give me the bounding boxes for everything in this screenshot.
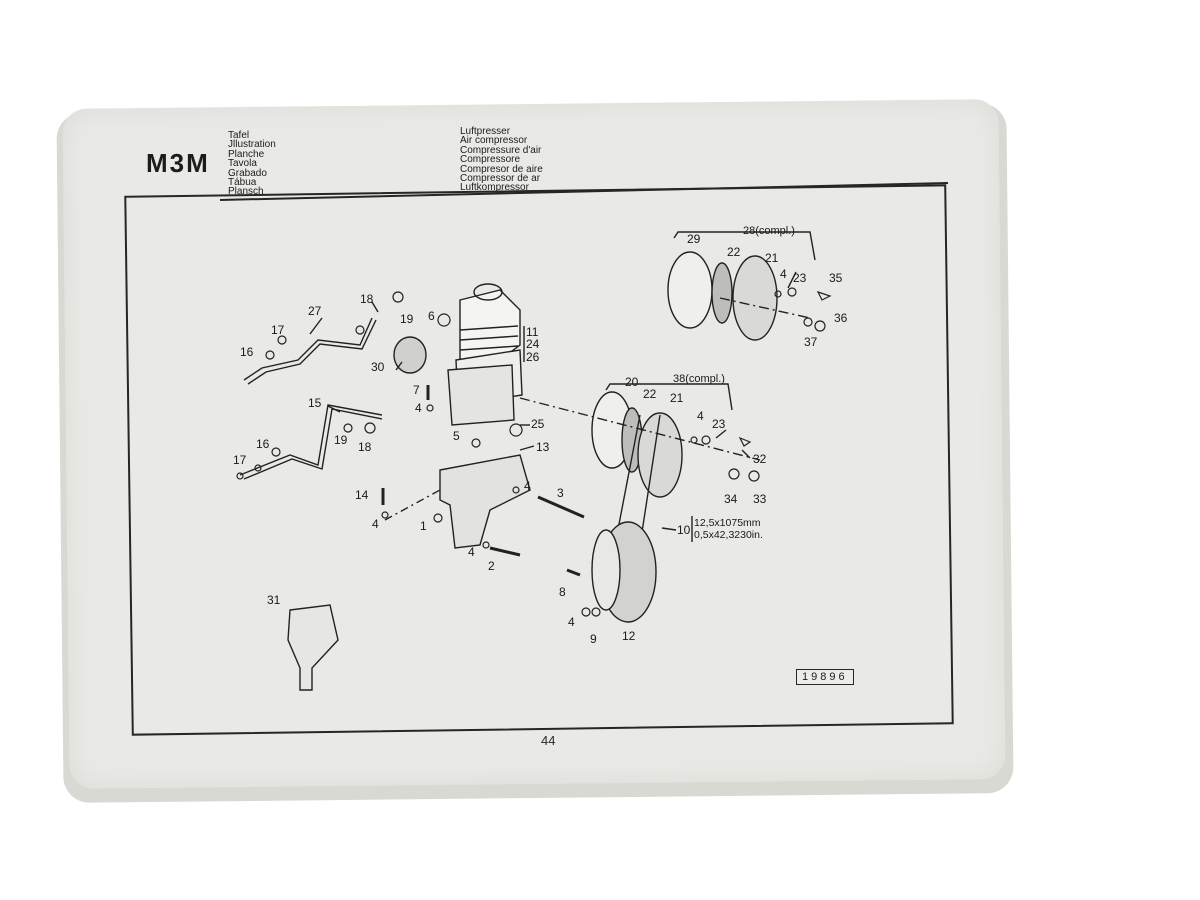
callout-22-b: 22 — [643, 387, 657, 401]
callout-37: 37 — [804, 335, 818, 349]
callout-4-d: 4 — [524, 479, 531, 493]
callout-28-compl: 28(compl.) — [743, 225, 795, 237]
plate-title-es: Compresor de aire — [460, 163, 543, 175]
v-belt — [614, 414, 661, 546]
plate-label-list: Tafel Jllustration Planche Tavola Grabad… — [228, 130, 276, 198]
plate-title-en: Air compressor — [460, 135, 528, 147]
callout-17-b: 17 — [233, 453, 247, 467]
axis-line — [519, 397, 761, 461]
bolt-3 — [537, 495, 585, 519]
plate-label-en: Jllustration — [228, 139, 276, 151]
plate-label-sv: Plansch — [228, 186, 264, 198]
callout-26: 26 — [526, 350, 540, 364]
callout-33: 33 — [753, 492, 767, 506]
plate-label-de: Tafel — [228, 130, 250, 141]
plate-title-list: Luftpresser Air compressor Compressure d… — [460, 126, 543, 194]
plate-code: M3M — [146, 148, 210, 178]
valve-31 — [287, 604, 339, 691]
callout-24: 24 — [526, 337, 540, 351]
plate-title-sv: Luftkompressor — [460, 182, 529, 194]
callout-3: 3 — [557, 486, 564, 500]
compressor-cap — [473, 283, 503, 301]
pulley-28-disc — [711, 262, 733, 324]
callout-13: 13 — [536, 440, 550, 454]
callout-19-b: 19 — [334, 433, 348, 447]
callout-4-g: 4 — [780, 267, 787, 281]
pulley-28-hub — [732, 255, 778, 341]
callout-20: 20 — [625, 375, 639, 389]
set-28-bracket — [673, 231, 816, 261]
callout-4-c: 4 — [468, 545, 475, 559]
compressor-crankcase — [447, 364, 515, 426]
callout-35: 35 — [829, 271, 843, 285]
callout-22-a: 22 — [727, 245, 741, 259]
pipe-upper — [243, 317, 373, 381]
callout-25: 25 — [531, 417, 545, 431]
pulley-38-hub — [637, 412, 683, 498]
callout-11: 11 — [526, 325, 539, 339]
callout-23-a: 23 — [793, 271, 807, 285]
callout-4-f: 4 — [697, 409, 704, 423]
callout-32: 32 — [753, 452, 767, 466]
callout-18-a: 18 — [360, 292, 374, 306]
callout-23-b: 23 — [712, 417, 726, 431]
page-number: 44 — [541, 733, 556, 748]
callout-16-a: 16 — [240, 345, 254, 359]
callout-14: 14 — [355, 488, 369, 502]
callout-4-a: 4 — [415, 401, 422, 415]
plate-label-it: Tavola — [228, 158, 257, 170]
plate-title-pt: Compressor de ar — [460, 173, 541, 185]
pipe-upper-wall — [247, 319, 377, 385]
callout-10: 10 — [677, 523, 691, 537]
set-38-bracket — [605, 383, 733, 411]
mounting-bracket — [439, 454, 531, 549]
air-filter — [393, 336, 427, 374]
plate-label-es: Grabado — [228, 167, 267, 179]
plate-title-fr: Compressure d'air — [460, 144, 542, 156]
callout-4-b: 4 — [372, 517, 379, 531]
callout-1: 1 — [420, 519, 427, 533]
callout-17-a: 17 — [271, 323, 285, 337]
plate-title-it: Compressore — [460, 154, 521, 166]
pipe-lower — [239, 404, 383, 476]
callout-6: 6 — [428, 309, 435, 323]
callout-5: 5 — [453, 429, 460, 443]
callout-7: 7 — [413, 383, 420, 397]
callout-30: 30 — [371, 360, 385, 374]
callout-4-e: 4 — [568, 615, 575, 629]
belt-size-in: 0,5x42,3230in. — [694, 529, 763, 541]
callout-34: 34 — [724, 492, 738, 506]
plate-title-de: Luftpresser — [460, 126, 511, 137]
callout-12: 12 — [622, 629, 636, 643]
pipe-lower-wall — [243, 408, 383, 480]
bolt-2 — [489, 546, 521, 557]
plate-label-fr: Planche — [228, 148, 265, 160]
callout-19-a: 19 — [400, 312, 414, 326]
callout-27: 27 — [308, 304, 322, 318]
stud-8 — [566, 568, 581, 577]
callout-29: 29 — [687, 232, 701, 246]
belt-size-mm: 12,5x1075mm — [694, 517, 761, 529]
pulley-28-flange — [667, 251, 713, 329]
callout-9: 9 — [590, 632, 597, 646]
callout-21-b: 21 — [670, 391, 684, 405]
callout-18-b: 18 — [358, 440, 372, 454]
callout-21-a: 21 — [765, 251, 779, 265]
callout-2: 2 — [488, 559, 495, 573]
callout-15: 15 — [308, 396, 322, 410]
drawing-number: 19896 — [796, 669, 854, 685]
callout-8: 8 — [559, 585, 566, 599]
callout-16-b: 16 — [256, 437, 270, 451]
callout-31: 31 — [267, 593, 281, 607]
callout-38-compl: 38(compl.) — [673, 373, 725, 385]
plate-label-pt: Tábua — [228, 177, 257, 189]
callout-36: 36 — [834, 311, 848, 325]
